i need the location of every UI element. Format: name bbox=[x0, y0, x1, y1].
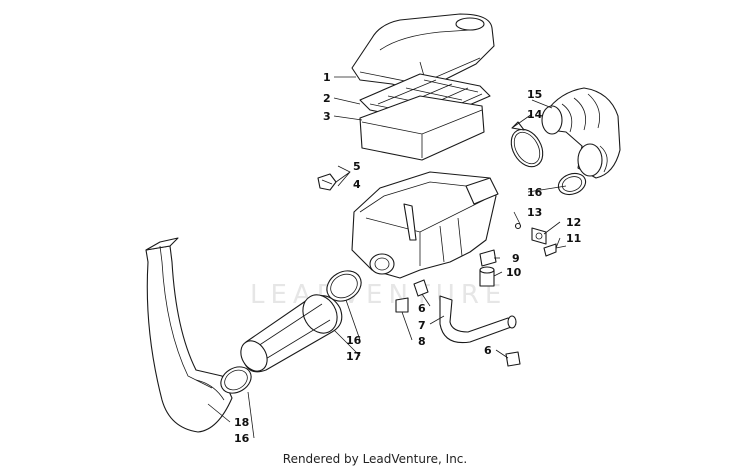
part-9-10-drain-plug bbox=[479, 249, 497, 287]
part-5-4-clip bbox=[317, 173, 337, 191]
leader-lines bbox=[207, 76, 567, 439]
callout-3: 3 bbox=[323, 110, 331, 123]
watermark-text: LEADVENTURE bbox=[250, 280, 507, 310]
callout-18: 18 bbox=[234, 416, 249, 429]
part-17-intake-tube bbox=[240, 294, 343, 373]
callout-2: 2 bbox=[323, 92, 331, 105]
part-3-air-filter bbox=[359, 95, 485, 161]
callout-16-middle: 16 bbox=[346, 334, 362, 347]
part-16-clamp-lower bbox=[220, 366, 252, 394]
part-14-clamp bbox=[510, 121, 544, 168]
airbox-housing bbox=[351, 171, 499, 279]
callout-4: 4 bbox=[353, 178, 361, 191]
part-13-12-11-fittings bbox=[514, 222, 567, 257]
part-16-clamp-upper bbox=[557, 172, 587, 196]
part-6-7-8-drain-hose bbox=[395, 279, 521, 367]
callout-7: 7 bbox=[418, 319, 426, 332]
callout-16-lower: 16 bbox=[234, 432, 250, 445]
callout-6-upper: 6 bbox=[418, 302, 426, 315]
footer-credit: Rendered by LeadVenture, Inc. bbox=[282, 452, 468, 466]
callout-8: 8 bbox=[418, 335, 426, 348]
part-15-intake-boot bbox=[541, 87, 621, 179]
callout-5: 5 bbox=[353, 160, 361, 173]
callout-11: 11 bbox=[566, 232, 581, 245]
callout-16-upper: 16 bbox=[527, 186, 543, 199]
callout-10: 10 bbox=[506, 266, 522, 279]
callout-17: 17 bbox=[346, 350, 361, 363]
callout-12: 12 bbox=[566, 216, 581, 229]
callout-13: 13 bbox=[527, 206, 542, 219]
part-18-snorkel-duct bbox=[145, 237, 233, 433]
callout-14: 14 bbox=[527, 108, 543, 121]
callout-6-lower: 6 bbox=[484, 344, 492, 357]
callout-9: 9 bbox=[512, 252, 520, 265]
callout-labels: 1 2 3 15 14 5 4 16 13 12 11 9 10 6 7 8 1… bbox=[234, 71, 581, 445]
callout-1: 1 bbox=[323, 71, 331, 84]
callout-15: 15 bbox=[527, 88, 542, 101]
part-16-clamp-middle bbox=[326, 270, 362, 302]
